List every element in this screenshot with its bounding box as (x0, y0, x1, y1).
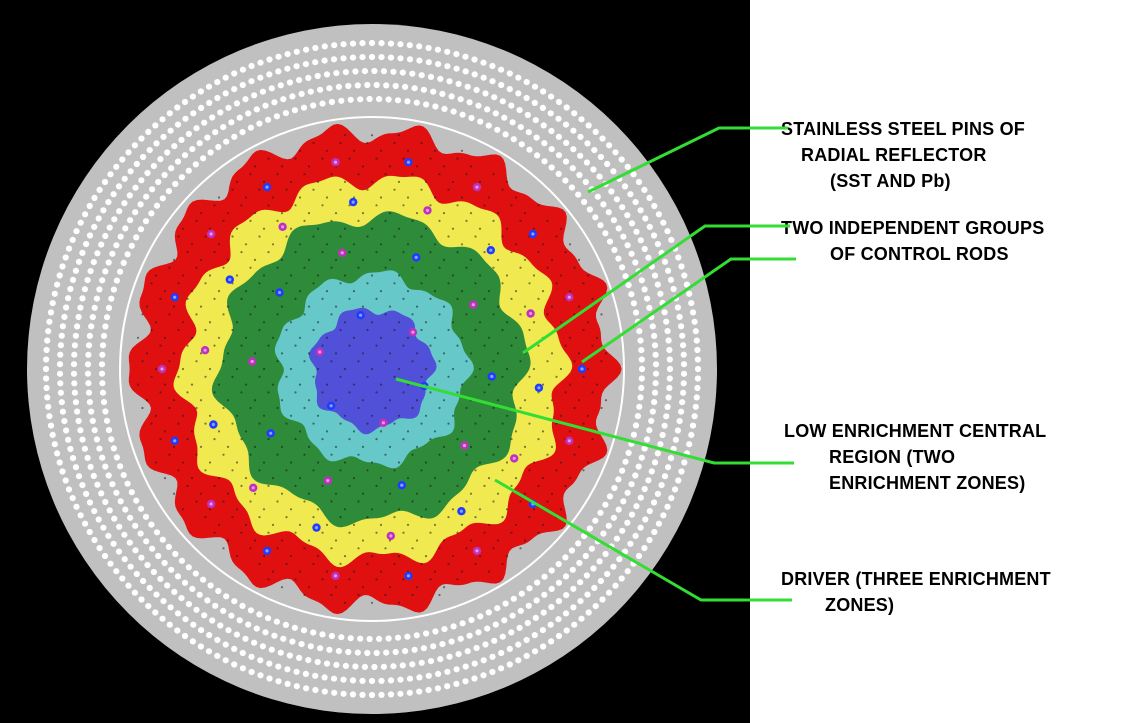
reactor-core-cross-section (27, 24, 717, 714)
label-driver: DRIVER (THREE ENRICHMENT ZONES) (781, 566, 1051, 618)
label-reflector-line-2: RADIAL REFLECTOR (801, 145, 987, 165)
label-central-region-line-1: LOW ENRICHMENT CENTRAL (784, 421, 1047, 441)
label-reflector: STAINLESS STEEL PINS OF RADIAL REFLECTOR… (781, 116, 1025, 194)
label-central-region-line-2: REGION (TWO (829, 447, 956, 467)
label-central-region-line-3: ENRICHMENT ZONES) (829, 473, 1026, 493)
core-diagram-panel (0, 0, 750, 723)
label-reflector-line-3: (SST AND Pb) (830, 171, 951, 191)
label-control-rods-line-1: TWO INDEPENDENT GROUPS (781, 218, 1045, 238)
label-control-rods: TWO INDEPENDENT GROUPS OF CONTROL RODS (781, 215, 1044, 267)
label-driver-line-2: ZONES) (825, 595, 895, 615)
label-driver-line-1: DRIVER (THREE ENRICHMENT (781, 569, 1051, 589)
label-central-region: LOW ENRICHMENT CENTRAL REGION (TWO ENRIC… (784, 418, 1046, 496)
label-control-rods-line-2: OF CONTROL RODS (830, 244, 1009, 264)
label-reflector-line-1: STAINLESS STEEL PINS OF (781, 119, 1025, 139)
core-boundary-line (119, 116, 625, 622)
